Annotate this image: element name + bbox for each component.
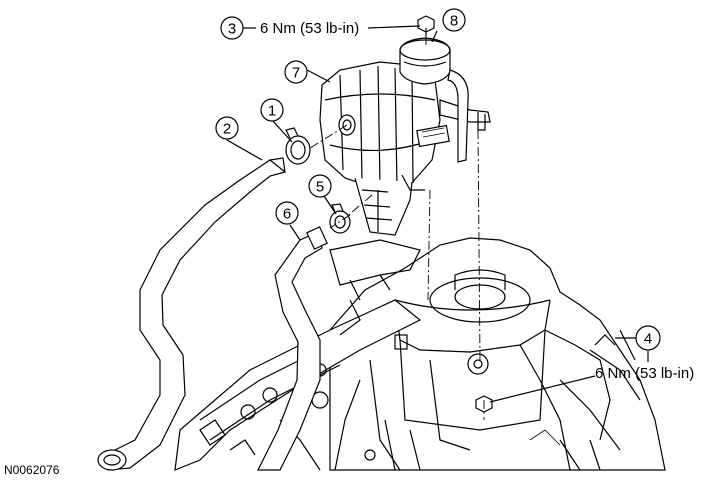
- callout-1: 1: [260, 98, 284, 122]
- callout-6: 6: [275, 201, 299, 225]
- callout-7-number: 7: [292, 65, 300, 82]
- bolt-3: [417, 15, 435, 36]
- callout-3-number: 3: [228, 21, 236, 38]
- callout-4: 4 6 Nm (53 lb-in): [595, 325, 694, 382]
- hose-6: [257, 226, 328, 471]
- figure-id-label: N0062076: [4, 463, 60, 477]
- callout-3-torque: 6 Nm (53 lb-in): [260, 20, 359, 37]
- hose-clamp-1: [285, 127, 311, 165]
- callout-2-number: 2: [223, 121, 231, 138]
- callout-5-number: 5: [316, 179, 324, 196]
- callout-5: 5: [308, 174, 332, 198]
- callout-4-torque: 6 Nm (53 lb-in): [595, 365, 694, 382]
- coolant-reservoir-7: [319, 61, 491, 236]
- vehicle-body-structure: [329, 237, 666, 471]
- callout-7: 7: [284, 60, 308, 84]
- hose-2: [97, 157, 286, 471]
- callout-3: 3 6 Nm (53 lb-in): [220, 16, 359, 40]
- callout-1-number: 1: [268, 103, 276, 120]
- callout-8-number: 8: [450, 13, 458, 30]
- alignment-lines: [309, 36, 485, 420]
- leader-lines: [226, 25, 649, 403]
- reservoir-cap-8: [399, 37, 469, 163]
- callout-8: 8: [442, 8, 466, 32]
- callout-2: 2: [215, 116, 239, 140]
- hose-clamp-5: [329, 203, 351, 234]
- callout-4-number: 4: [644, 331, 652, 348]
- callout-6-number: 6: [283, 206, 291, 223]
